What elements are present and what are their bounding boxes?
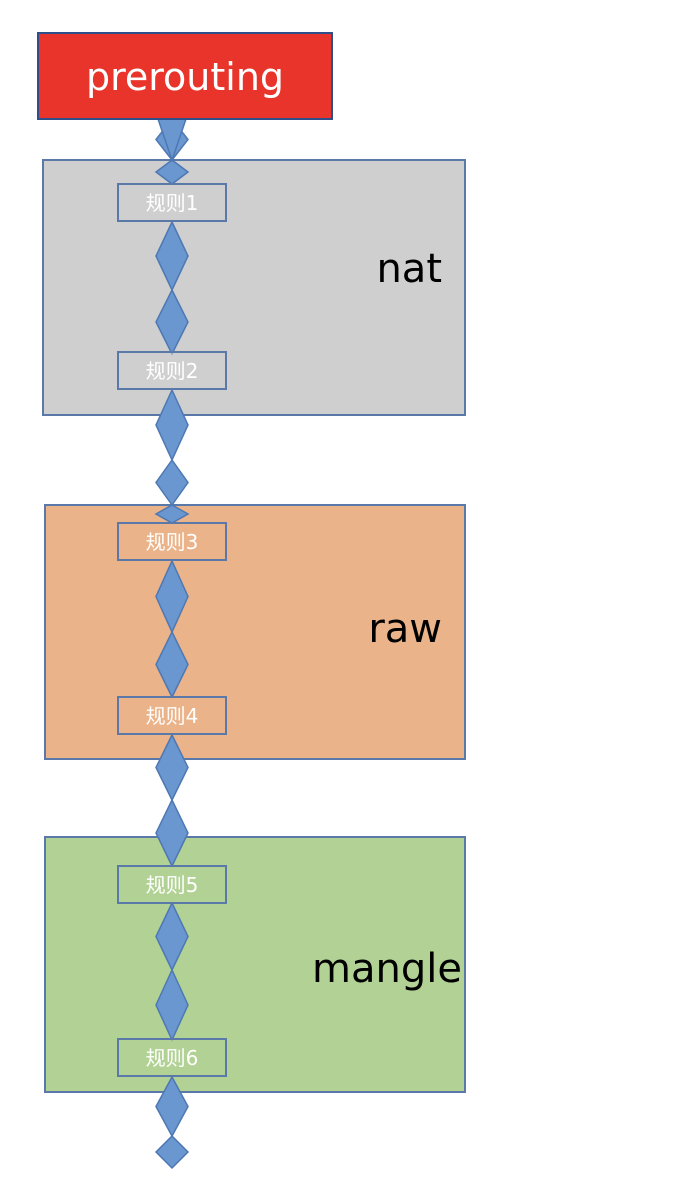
rule-item: 规则4	[117, 696, 227, 735]
table-mangle: mangle	[44, 836, 466, 1093]
table-name-label: raw	[368, 606, 442, 652]
rule-item: 规则6	[117, 1038, 227, 1077]
rule-item: 规则3	[117, 522, 227, 561]
table-box	[42, 159, 466, 416]
table-name-label: mangle	[312, 946, 462, 992]
rule-label: 规则5	[146, 873, 199, 897]
rule-item: 规则1	[117, 183, 227, 222]
chain-header: prerouting	[37, 32, 333, 120]
table-raw: raw	[44, 504, 466, 760]
rule-box	[117, 522, 227, 561]
rule-box	[117, 351, 227, 390]
rule-item: 规则2	[117, 351, 227, 390]
rule-label: 规则4	[146, 704, 199, 728]
rule-label: 规则3	[146, 530, 199, 554]
rule-box	[117, 696, 227, 735]
table-name-label: nat	[376, 246, 442, 292]
rule-item: 规则5	[117, 865, 227, 904]
table-box	[44, 836, 466, 1093]
rule-box	[117, 1038, 227, 1077]
rule-label: 规则6	[146, 1046, 199, 1070]
flow-connector-icon	[154, 1134, 190, 1170]
table-box	[44, 504, 466, 760]
rules-layer: 规则1 规则2 规则3 规则4 规则5 规则6	[117, 183, 227, 1077]
flow-connector-icon	[155, 458, 189, 507]
rule-box	[117, 183, 227, 222]
rule-box	[117, 865, 227, 904]
chain-header-box	[37, 32, 333, 120]
table-nat: nat	[42, 159, 466, 416]
rule-label: 规则1	[146, 191, 199, 215]
chain-title: prerouting	[86, 55, 284, 99]
rule-label: 规则2	[146, 359, 199, 383]
connector-layer	[154, 117, 190, 1170]
tables-layer: nat raw mangle	[42, 159, 466, 1093]
